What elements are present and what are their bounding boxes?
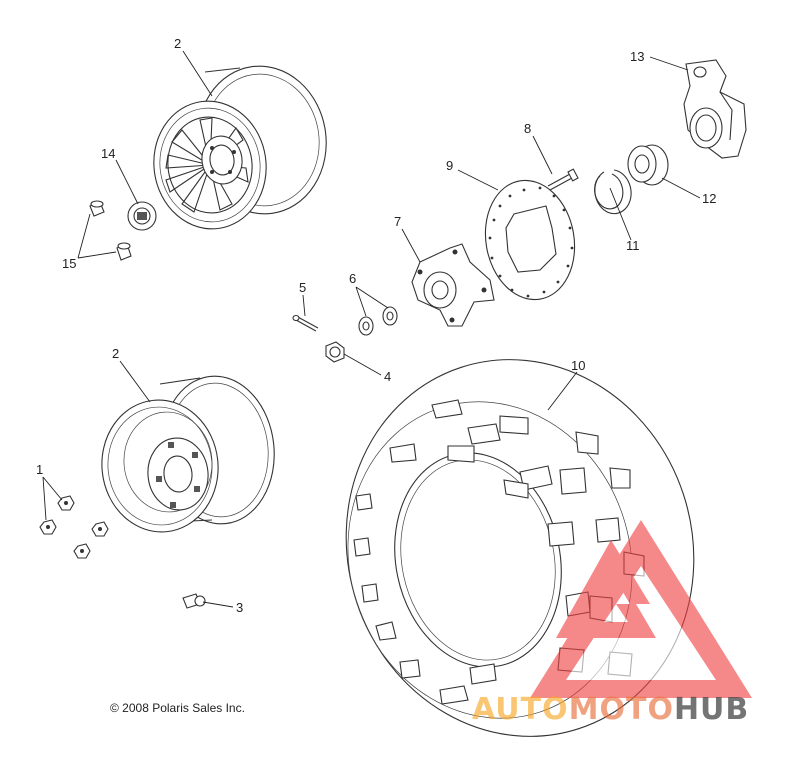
callout-15: 15 [62, 256, 76, 271]
center-cap [127, 201, 157, 231]
washers [358, 306, 398, 336]
callout-11: 11 [626, 238, 640, 253]
wheel-lug-nuts [39, 495, 109, 559]
callout-10: 10 [571, 358, 585, 373]
copyright-notice: © 2008 Polaris Sales Inc. [110, 701, 245, 715]
callout-4: 4 [384, 369, 391, 384]
wheel-bearing [627, 144, 669, 186]
watermark-auto: AUTO [472, 692, 569, 727]
callout-3: 3 [236, 600, 243, 615]
watermark-hub: HUB [673, 692, 750, 727]
callout-13: 13 [630, 49, 644, 64]
valve-stem [182, 593, 206, 609]
callout-5: 5 [299, 280, 306, 295]
castle-nut [325, 341, 345, 363]
brake-disc [484, 179, 576, 301]
callout-7: 7 [394, 214, 401, 229]
atv-tire [345, 359, 695, 737]
callout-6: 6 [349, 271, 356, 286]
watermark-moto: MOTO [568, 692, 674, 727]
lug-nut-cap [89, 200, 132, 261]
callout-2-bottom: 2 [112, 346, 119, 361]
watermark-logo [530, 520, 752, 698]
callout-14: 14 [101, 146, 115, 161]
watermark-text: AUTOMOTOHUB [472, 692, 749, 727]
cast-wheel-rim [153, 65, 327, 230]
callout-leaders [42, 50, 701, 608]
callout-1: 1 [36, 462, 43, 477]
cotter-pin [292, 314, 319, 332]
callout-2-top: 2 [174, 36, 181, 51]
callout-12: 12 [702, 191, 716, 206]
callout-8: 8 [524, 121, 531, 136]
callout-9: 9 [446, 158, 453, 173]
brake-bolt [547, 168, 579, 191]
snap-ring [594, 169, 632, 215]
steering-knuckle [683, 59, 747, 159]
wheel-hub [411, 243, 495, 327]
callout-numbers: 2 14 15 2 1 3 5 6 4 7 9 8 11 12 13 10 [36, 36, 716, 615]
steel-wheel-rim [101, 375, 275, 533]
